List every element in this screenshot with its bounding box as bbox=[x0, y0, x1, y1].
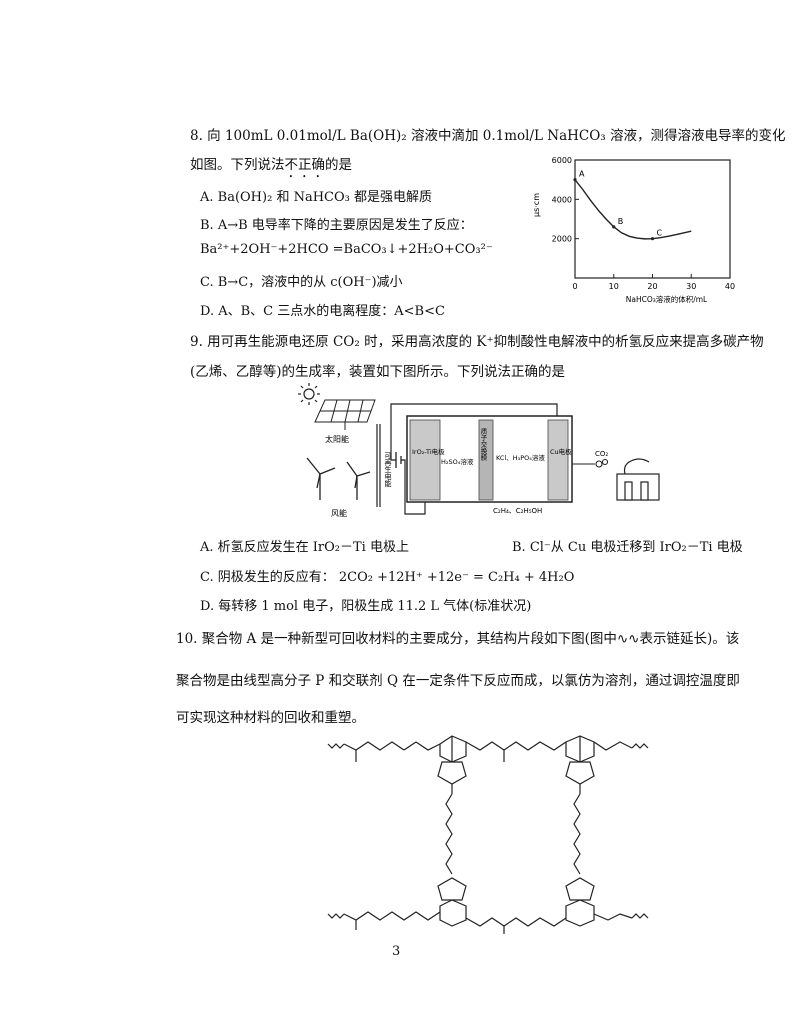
y-tick-label: 2000 bbox=[552, 235, 572, 244]
polymer-structure bbox=[327, 735, 649, 934]
proton-exchange-membrane bbox=[478, 419, 494, 501]
q9-option-a: A. 析氢反应发生在 IrO₂－Ti 电极上 bbox=[200, 540, 409, 555]
solar-panel-icon bbox=[314, 399, 376, 430]
conductivity-chart: 0 10 20 30 40 2000 4000 6000 μs·cmNaHCO₃溶液的体积/mL… bbox=[532, 156, 735, 304]
point-label-a: A bbox=[579, 170, 585, 179]
imide-ring-top-right bbox=[565, 761, 595, 794]
point-label-c: C bbox=[657, 229, 663, 238]
x-tick-label: 10 bbox=[609, 282, 619, 291]
cu-electrode bbox=[547, 419, 569, 501]
wind-turbine-icon bbox=[306, 457, 371, 500]
power-label: 可再生电能 bbox=[384, 452, 392, 488]
x-axis-label: NaHCO₃溶液的体积/mL bbox=[626, 294, 708, 304]
wind-label: 风能 bbox=[331, 508, 347, 518]
data-point-a bbox=[573, 178, 577, 182]
q9-stem-line1: 9. 用可再生能源电还原 CO₂ 时，采用高浓度的 K⁺抑制酸性电解液中的析氢反… bbox=[190, 334, 764, 350]
y-tick-label: 6000 bbox=[552, 156, 572, 165]
y-axis-label: μs·cm bbox=[532, 193, 541, 217]
q8-stem-emphasis: 不正确 bbox=[284, 157, 326, 173]
data-point-c bbox=[650, 237, 655, 241]
imide-ring-top-left bbox=[437, 761, 467, 794]
q8-option-d: D. A、B、C 三点水的电离程度：A<B<C bbox=[200, 304, 445, 319]
products-label: C₂H₄、C₂H₅OH bbox=[493, 507, 542, 515]
iro2-ti-electrode bbox=[409, 419, 441, 501]
point-label-b: B bbox=[618, 217, 624, 226]
q10-stem-line2: 聚合物是由线型高分子 P 和交联剂 Q 在一定条件下反应而成，以氯仿为溶剂，通过… bbox=[176, 673, 740, 689]
page-number: 3 bbox=[392, 944, 401, 959]
q9-option-d: D. 每转移 1 mol 电子，阳极生成 11.2 L 气体(标准状况) bbox=[200, 599, 532, 614]
q9-stem-line2: (乙烯、乙醇等)的生成率，装置如下图所示。下列说法正确的是 bbox=[190, 364, 566, 380]
q8-stem-line1: 8. 向 100mL 0.01mol/L Ba(OH)₂ 溶液中滴加 0.1mo… bbox=[190, 128, 786, 144]
q8-option-b: B. A→B 电导率下降的主要原因是发生了反应： bbox=[200, 218, 473, 233]
circuit-wire bbox=[390, 403, 558, 515]
top-chain bbox=[327, 735, 649, 763]
chart-series bbox=[574, 179, 692, 240]
factory-icon bbox=[616, 458, 660, 501]
q8-option-c: C. B→C，溶液中的从 c(OH⁻)减小 bbox=[200, 275, 403, 290]
bottom-chain bbox=[327, 899, 649, 934]
solar-label: 太阳能 bbox=[325, 434, 349, 444]
q8-stem-prefix: 如图。下列说法 bbox=[190, 157, 285, 173]
series-line bbox=[574, 179, 692, 240]
y-tick-label: 4000 bbox=[552, 195, 572, 204]
q8-equation: Ba²⁺+2OH⁻+2HCO =BaCO₃↓+2H₂O+CO₃²⁻ bbox=[200, 242, 493, 257]
electrolysis-diagram: 太阳能 风能 可再生电能 IrO₂-Ti电极 质子交换膜 H₂SO₄溶液 KCl… bbox=[298, 383, 660, 518]
plot-frame bbox=[574, 159, 731, 279]
q8-option-a: A. Ba(OH)₂ 和 NaHCO₃ 都是强电解质 bbox=[200, 190, 432, 205]
imide-ring-bottom-left bbox=[437, 877, 467, 901]
q8-stem-line2: 如图。下列说法不正确的是 bbox=[190, 153, 352, 181]
solution2-label: KCl、H₃PO₄溶液 bbox=[496, 453, 545, 462]
q8-stem-suffix: 的是 bbox=[325, 157, 352, 173]
q9-option-c: C. 阴极发生的反应有： 2CO₂ +12H⁺ +12e⁻ = C₂H₄ + 4… bbox=[200, 570, 575, 585]
co2-inlet bbox=[572, 458, 609, 468]
membrane-label: 质子交换膜 bbox=[479, 427, 487, 462]
q10-stem-line1: 10. 聚合物 A 是一种新型可回收材料的主要成分，其结构片段如下图(图中∿∿表… bbox=[176, 631, 740, 647]
data-point-b bbox=[612, 225, 616, 229]
solution1-label: H₂SO₄溶液 bbox=[441, 457, 474, 466]
q10-stem-line3: 可实现这种材料的回收和重塑。 bbox=[176, 710, 365, 726]
x-tick-label: 20 bbox=[647, 282, 657, 291]
x-tick-label: 40 bbox=[725, 282, 735, 291]
battery-icon bbox=[395, 452, 402, 468]
imide-ring-bottom-right bbox=[565, 877, 595, 901]
crosslink-left bbox=[445, 793, 453, 875]
crosslink-right bbox=[573, 793, 581, 875]
sun-icon bbox=[298, 383, 320, 405]
electrode1-label: IrO₂-Ti电极 bbox=[412, 447, 445, 456]
x-tick-label: 0 bbox=[572, 282, 577, 291]
gas-label: CO₂ bbox=[595, 450, 608, 458]
x-tick-label: 30 bbox=[686, 282, 696, 291]
q9-option-b: B. Cl⁻从 Cu 电极迁移到 IrO₂－Ti 电极 bbox=[512, 540, 743, 555]
wire-bracket bbox=[376, 424, 381, 507]
chart-labels: A B C bbox=[573, 170, 663, 241]
electrode2-label: Cu电极 bbox=[550, 447, 572, 456]
